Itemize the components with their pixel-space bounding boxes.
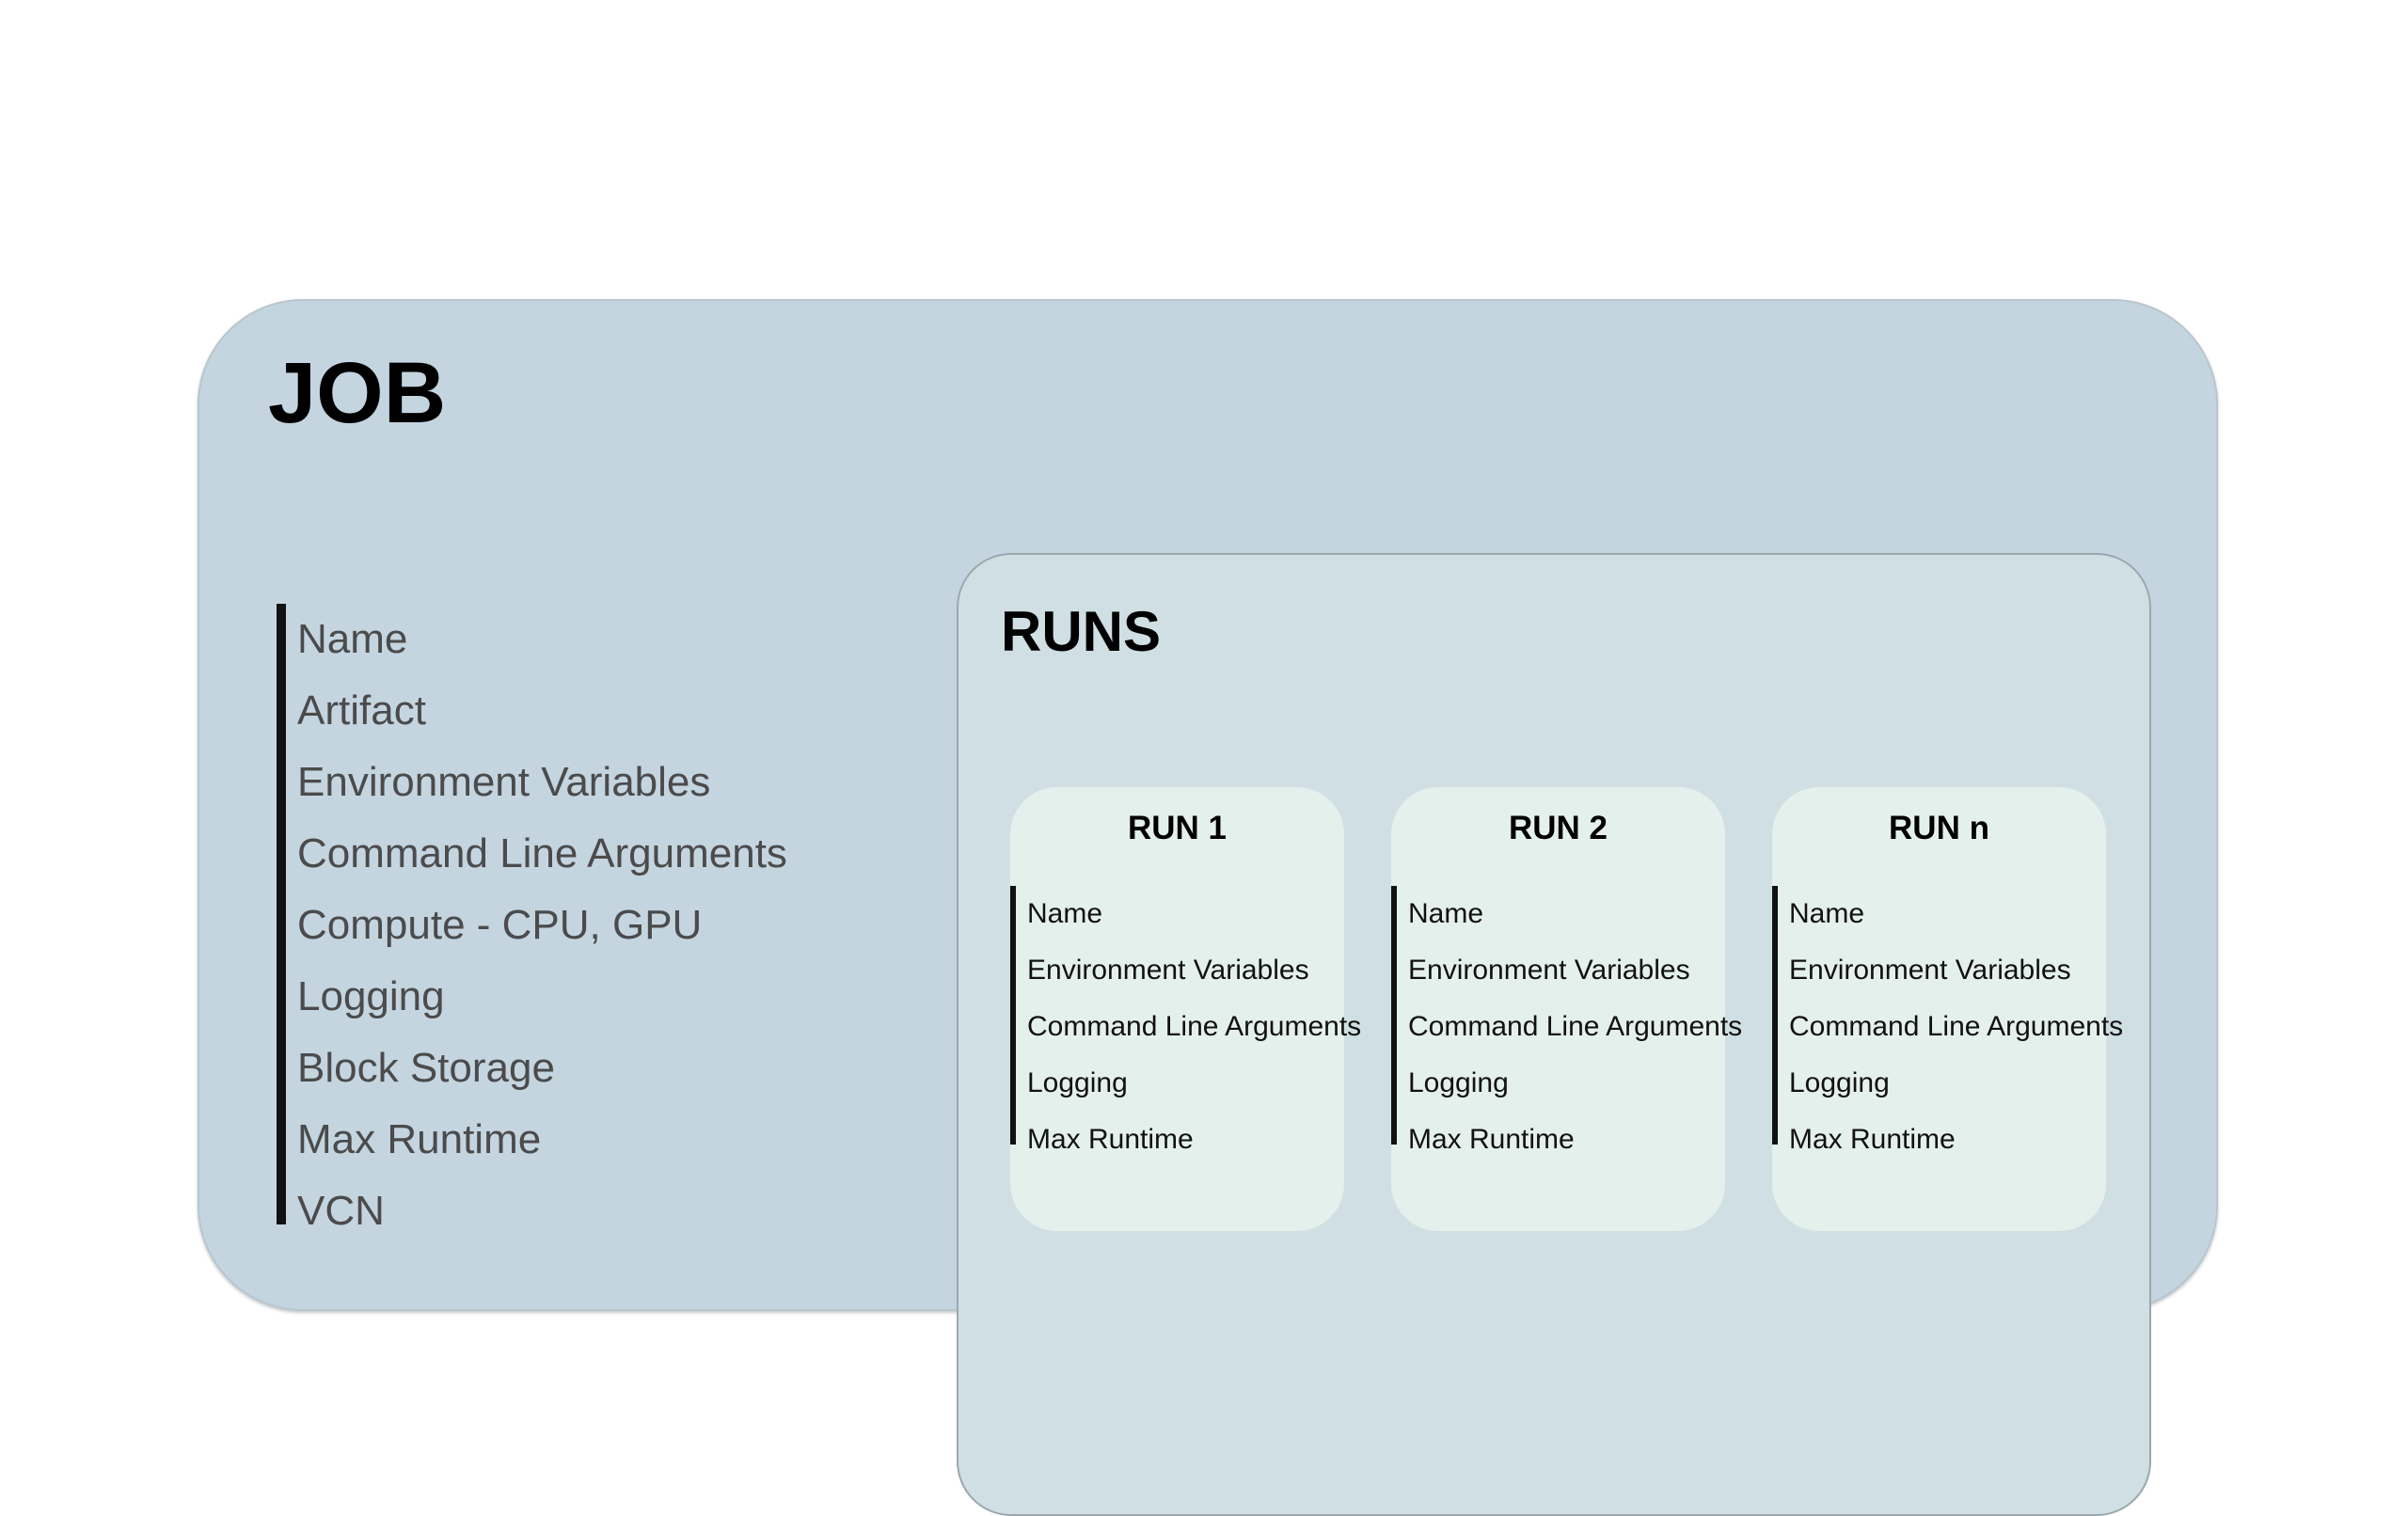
list-item: Max Runtime [1027, 1124, 1194, 1155]
list-item: Logging [1789, 1067, 1890, 1098]
list-item: Logging [1027, 1067, 1128, 1098]
list-item: Logging [297, 973, 445, 1019]
job-list-accent-bar [277, 604, 286, 1224]
list-item: Artifact [297, 687, 426, 734]
list-item: Environment Variables [1408, 955, 1690, 986]
list-item: Environment Variables [1027, 955, 1309, 986]
run-attribute-items: Name Environment Variables Command Line … [1010, 886, 1362, 1168]
run-card-group: RUN 1 Name Environment Variables Command… [1010, 787, 2124, 1231]
run-card-title: RUN n [1889, 810, 1989, 846]
run-attribute-list: Name Environment Variables Command Line … [1391, 886, 1743, 1168]
run-card-title: RUN 2 [1508, 810, 1608, 846]
list-item: Environment Variables [297, 759, 711, 805]
run-card: RUN n Name Environment Variables Command… [1772, 787, 2124, 1231]
list-item: Environment Variables [1789, 955, 2071, 986]
run-list-accent-bar [1010, 886, 1016, 1145]
job-attribute-list: Name Artifact Environment Variables Comm… [277, 604, 860, 1247]
job-panel: JOB Name Artifact Environment Variables … [198, 299, 2218, 1516]
diagram-canvas: JOB Name Artifact Environment Variables … [198, 299, 2218, 1516]
list-item: Compute - CPU, GPU [297, 902, 703, 948]
run-list-accent-bar [1772, 886, 1778, 1145]
list-item: VCN [297, 1188, 385, 1234]
run-list-accent-bar [1391, 886, 1397, 1145]
list-item: Command Line Arguments [1408, 1011, 1743, 1042]
list-item: Name [1027, 898, 1103, 929]
job-attribute-items: Name Artifact Environment Variables Comm… [277, 604, 860, 1247]
run-card: RUN 1 Name Environment Variables Command… [1010, 787, 1362, 1231]
run-card-title: RUN 1 [1127, 810, 1228, 846]
run-attribute-items: Name Environment Variables Command Line … [1391, 886, 1743, 1168]
run-attribute-items: Name Environment Variables Command Line … [1772, 886, 2124, 1168]
run-attribute-list: Name Environment Variables Command Line … [1010, 886, 1362, 1168]
list-item: Command Line Arguments [1027, 1011, 1362, 1042]
run-attribute-list: Name Environment Variables Command Line … [1772, 886, 2124, 1168]
list-item: Command Line Arguments [297, 830, 787, 876]
list-item: Max Runtime [1408, 1124, 1575, 1155]
list-item: Command Line Arguments [1789, 1011, 2124, 1042]
list-item: Name [1789, 898, 1865, 929]
list-item: Max Runtime [297, 1116, 542, 1162]
list-item: Logging [1408, 1067, 1509, 1098]
list-item: Name [297, 616, 408, 662]
runs-panel: RUNS RUN 1 Name Environment Variables Co… [957, 553, 2151, 1516]
run-card: RUN 2 Name Environment Variables Command… [1391, 787, 1743, 1231]
runs-title: RUNS [1001, 600, 1162, 663]
list-item: Max Runtime [1789, 1124, 1956, 1155]
list-item: Block Storage [297, 1045, 555, 1091]
list-item: Name [1408, 898, 1484, 929]
job-title: JOB [268, 345, 447, 441]
